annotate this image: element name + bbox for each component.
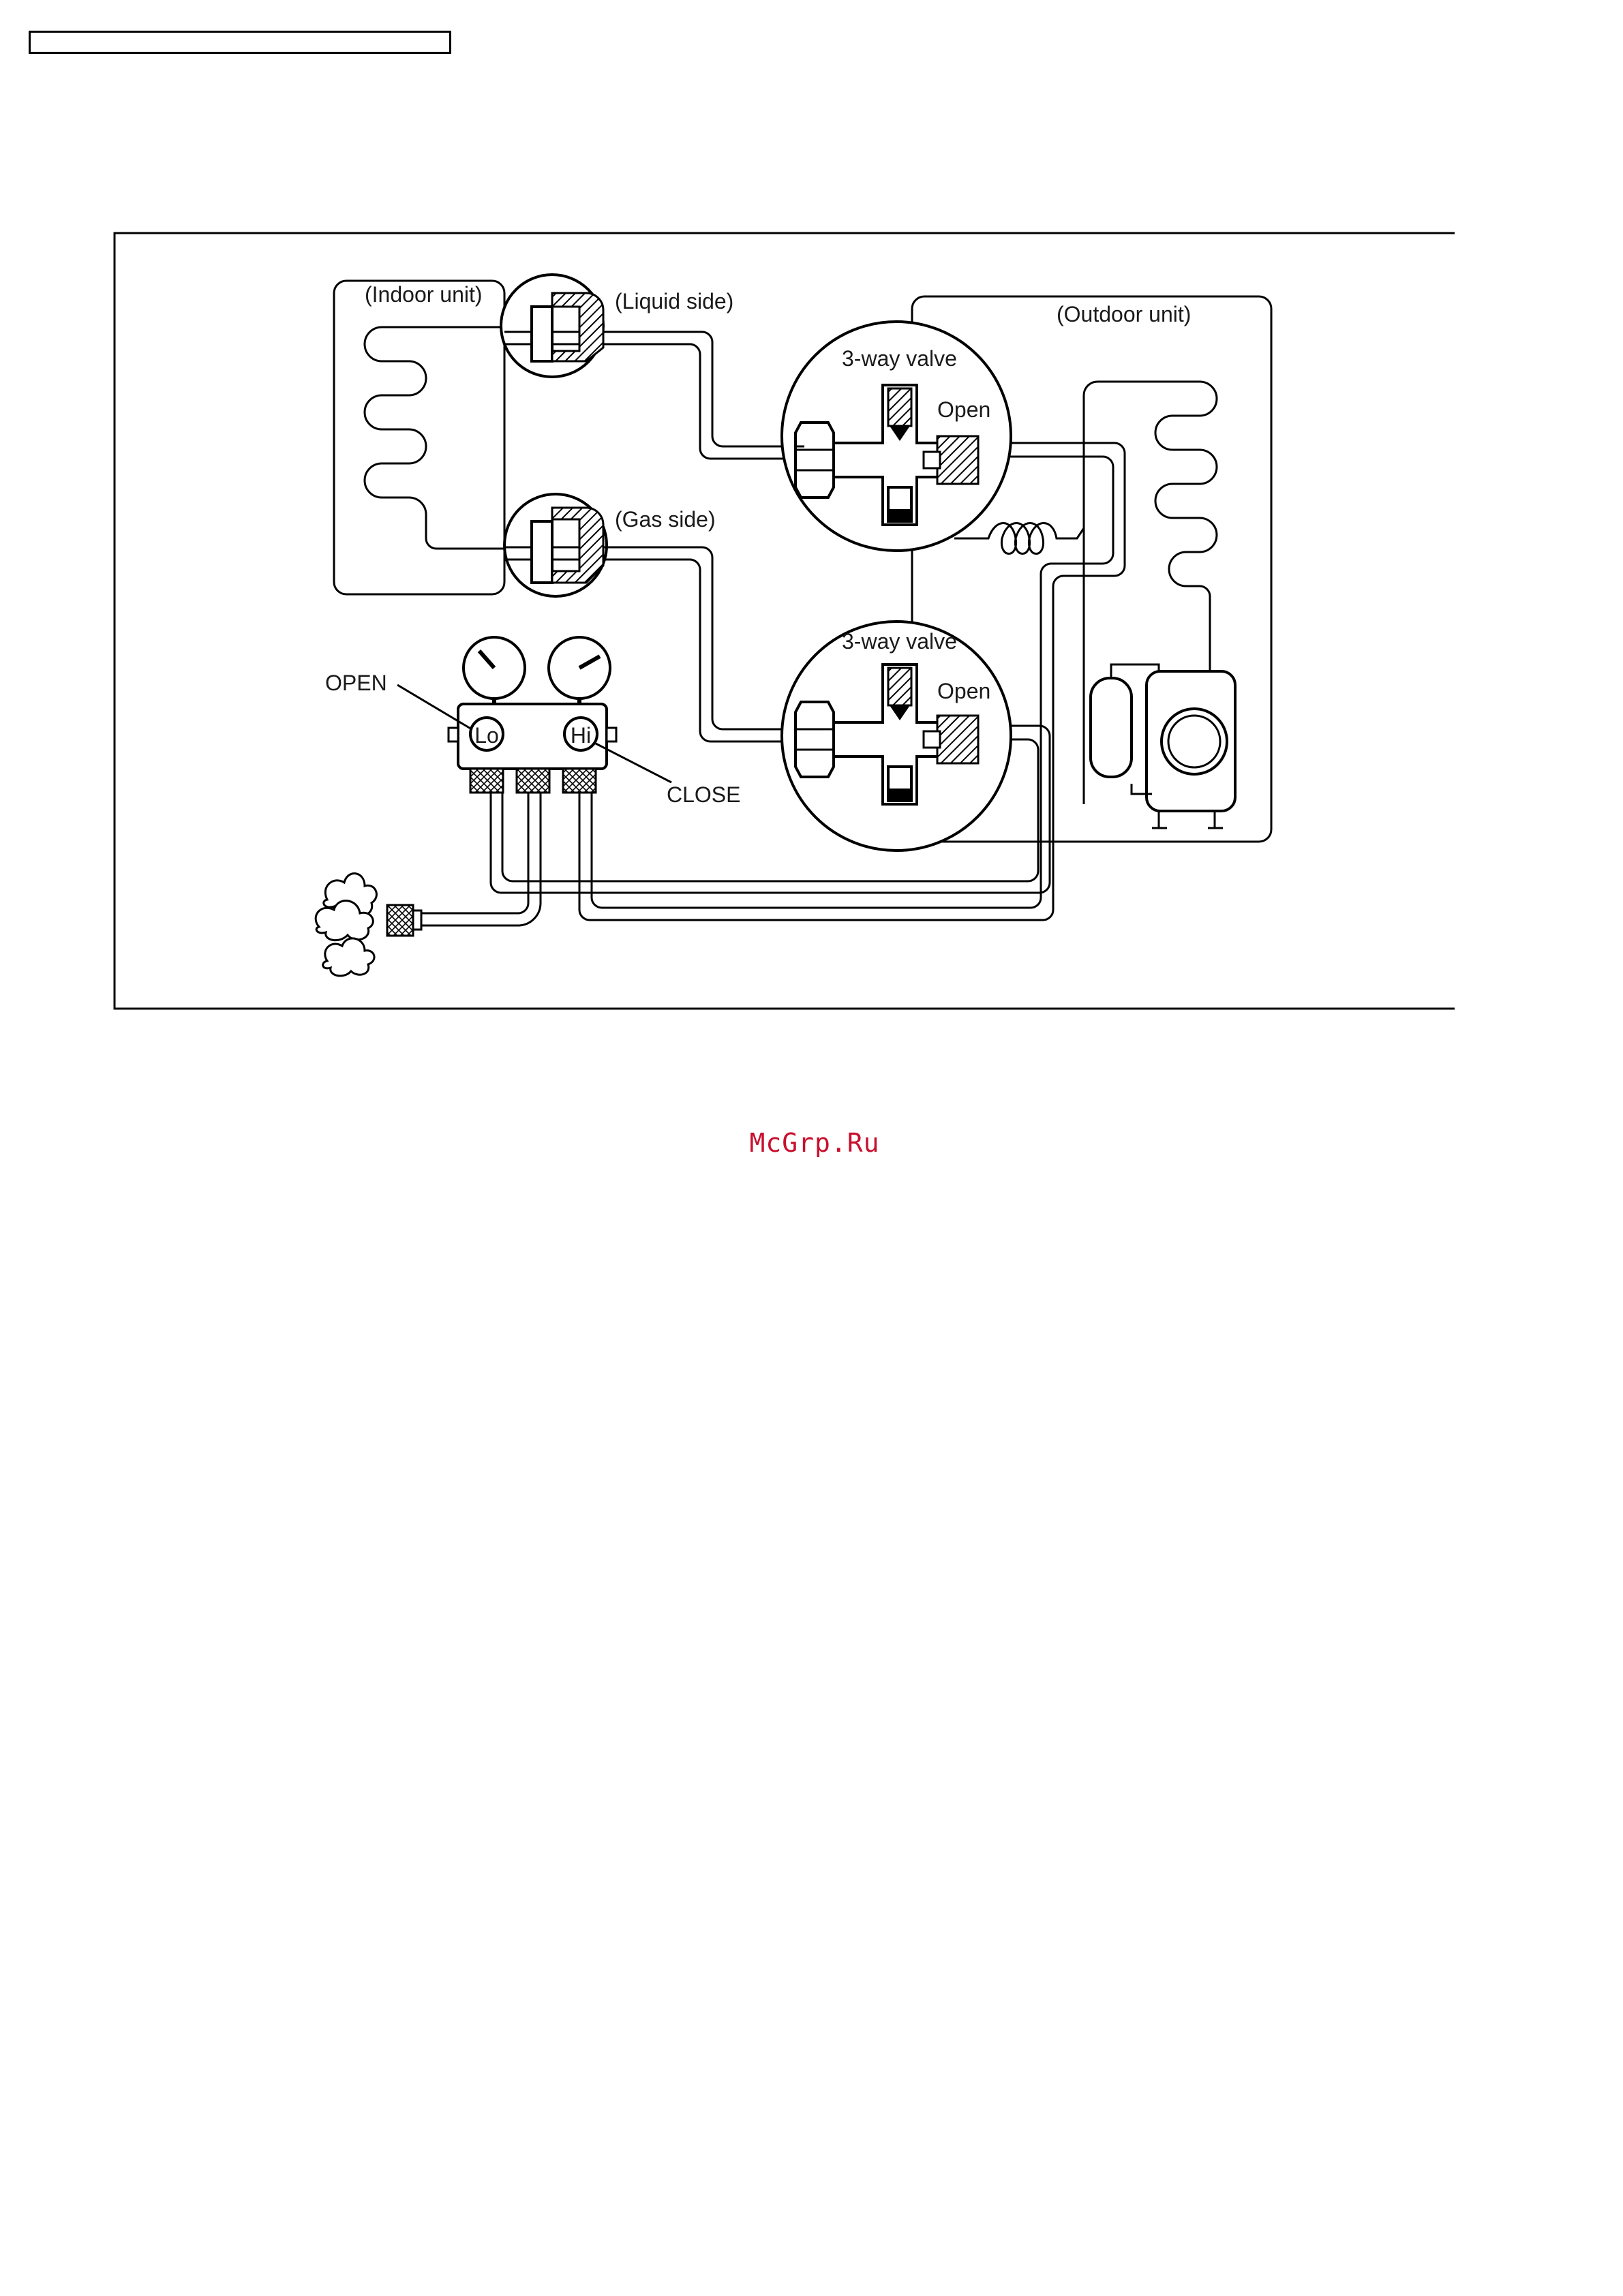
hi-label: Hi — [571, 723, 591, 748]
gas-side-flare-detail — [504, 494, 607, 596]
open-label: OPEN — [325, 671, 387, 695]
bottom-valve-label: 3-way valve — [842, 629, 957, 654]
accumulator — [1091, 678, 1132, 777]
refrigerant-gas-puffs — [316, 874, 376, 976]
top-valve-label: 3-way valve — [842, 346, 957, 371]
manifold-gauge: Lo Hi — [387, 637, 616, 936]
indoor-coil — [365, 327, 532, 549]
top-open-label: Open — [937, 397, 990, 422]
outdoor-unit-label: (Outdoor unit) — [1057, 302, 1191, 326]
close-label: CLOSE — [667, 782, 740, 807]
bottom-open-label: Open — [937, 679, 990, 703]
indoor-unit-label: (Indoor unit) — [365, 282, 483, 307]
liquid-side-flare-detail — [501, 275, 607, 377]
bottom-3-way-valve — [782, 622, 1011, 851]
watermark: McGrp.Ru — [709, 1128, 920, 1158]
gas-side-label: (Gas side) — [615, 507, 716, 532]
liquid-side-label: (Liquid side) — [615, 289, 733, 313]
lo-label: Lo — [474, 723, 499, 748]
